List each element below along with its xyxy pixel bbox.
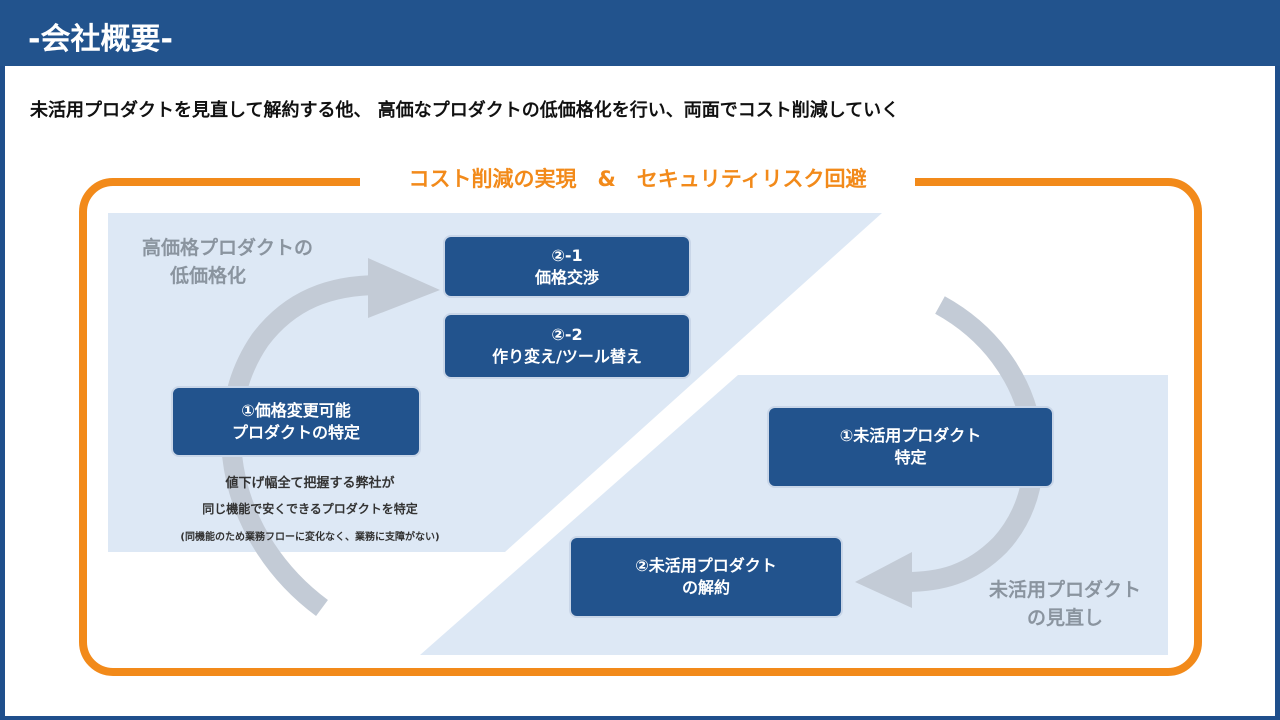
right-arrowhead [855, 552, 912, 608]
label-line: 高価格プロダクトの [141, 237, 313, 259]
left-section-label: 高価格プロダクトの 低価格化 [120, 234, 335, 290]
label-line: の見直し [1026, 607, 1103, 629]
unused-product-identify-box: ①未活用プロダクト 特定 [767, 406, 1054, 488]
label-line: 低価格化 [170, 265, 247, 287]
note-line-2: 同じ機能で安くできるプロダクトを特定 [202, 502, 418, 516]
box-line: プロダクトの特定 [231, 422, 360, 442]
header-bar [0, 0, 1280, 66]
box-line: ②-1 [551, 245, 583, 265]
unused-product-cancel-box: ②未活用プロダクト の解約 [569, 536, 843, 618]
note-line-3: (同機能のため業務フローに変化なく、業務に支障がない) [180, 532, 440, 543]
left-arrowhead [368, 258, 440, 318]
box-line: ②-2 [551, 325, 583, 344]
box-line: 特定 [894, 448, 927, 467]
rebuild-tool-switch-box: ②-2 作り変え/ツール替え [443, 313, 691, 379]
box-line: の解約 [681, 578, 730, 597]
lead-text: 未活用プロダクトを見直して解約する他、 高価なプロダクトの低価格化を行い、両面で… [30, 100, 900, 121]
box-line: ②未活用プロダクト [635, 556, 777, 575]
left-cycle-arrow [221, 275, 381, 617]
right-section-label: 未活用プロダクト の見直し [965, 576, 1165, 632]
frame-title: コスト削減の実現 & セキュリティリスク回避 [360, 163, 915, 193]
page-title: -会社概要- [28, 22, 173, 57]
note-line-1: 値下げ幅全て把握する弊社が [225, 476, 395, 491]
price-changeable-product-box: ①価格変更可能 プロダクトの特定 [171, 386, 421, 457]
price-negotiation-box: ②-1 価格交渉 [443, 235, 691, 298]
right-cycle-arrow [904, 296, 1044, 592]
box-line: ①価格変更可能 [241, 400, 351, 420]
label-line: 未活用プロダクト [988, 579, 1141, 601]
box-line: 価格交渉 [534, 267, 599, 287]
box-line: 作り変え/ツール替え [492, 347, 642, 366]
box-line: ①未活用プロダクト [839, 426, 982, 445]
